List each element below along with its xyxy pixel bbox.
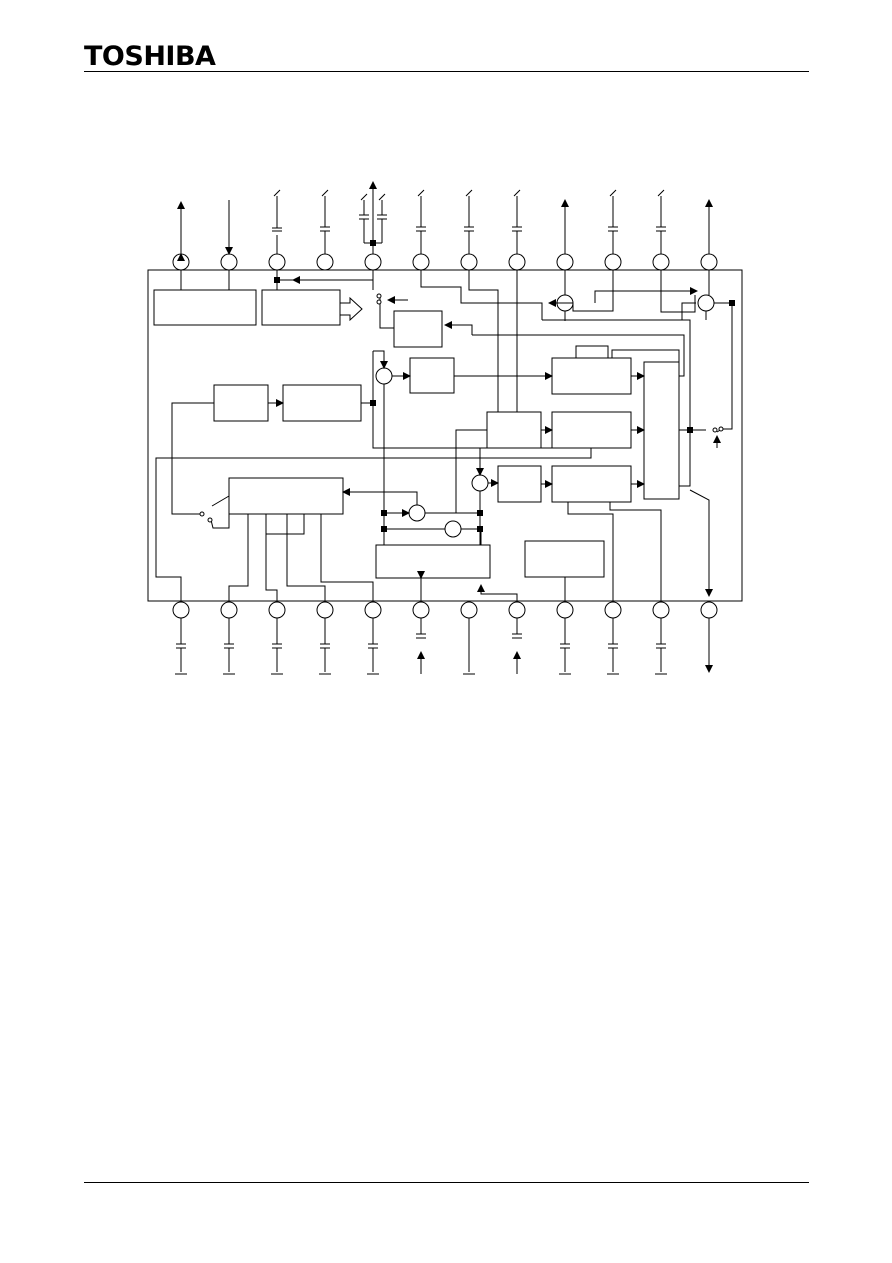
- node-4: [471, 474, 489, 492]
- pin-t5: [364, 253, 382, 271]
- block-6: [213, 384, 269, 422]
- node-3: [375, 367, 393, 385]
- pin-b9: [556, 601, 574, 619]
- block-12: [551, 465, 632, 503]
- pin-t12: [700, 253, 718, 271]
- block-2: [261, 289, 341, 326]
- pin-b11: [652, 601, 670, 619]
- pin-t10: [604, 253, 622, 271]
- block-13: [228, 477, 344, 515]
- block-5: [551, 357, 632, 395]
- junctions: [274, 240, 735, 532]
- header-rule: [84, 71, 809, 72]
- pin-b10: [604, 601, 622, 619]
- pin-b2: [220, 601, 238, 619]
- pin-t1: [172, 253, 190, 271]
- pin-t7: [460, 253, 478, 271]
- pin-t4: [316, 253, 334, 271]
- pin-t11: [652, 253, 670, 271]
- pin-b7: [460, 601, 478, 619]
- toshiba-logo: TOSHIBA: [84, 41, 216, 72]
- block-4: [409, 357, 455, 394]
- pin-b6: [412, 601, 430, 619]
- pin-t3: [268, 253, 286, 271]
- block-10: [643, 361, 680, 500]
- block-3: [393, 310, 443, 348]
- block-9: [551, 411, 632, 449]
- block-1: [153, 289, 257, 326]
- bottom-pins: [172, 601, 718, 619]
- pin-b3: [268, 601, 286, 619]
- bus-arrow: [340, 296, 363, 322]
- switch-contacts: [199, 293, 724, 523]
- block-15: [524, 540, 605, 578]
- block-7: [282, 384, 362, 422]
- pin-t2: [220, 253, 238, 271]
- pin-b1: [172, 601, 190, 619]
- pin-b4: [316, 601, 334, 619]
- pin-b5: [364, 601, 382, 619]
- pin-b12: [700, 601, 718, 619]
- node-6: [444, 520, 462, 538]
- pin-t6: [412, 253, 430, 271]
- block-8: [486, 411, 542, 449]
- pin-b8: [508, 601, 526, 619]
- pin-t9: [556, 253, 574, 271]
- pin-t8: [508, 253, 526, 271]
- block-14: [375, 544, 491, 579]
- node-2: [697, 294, 715, 312]
- node-5: [408, 504, 426, 522]
- chip-outline: [147, 269, 743, 602]
- block-11: [497, 465, 542, 503]
- footer-rule: [84, 1182, 809, 1183]
- top-pins: [172, 253, 718, 271]
